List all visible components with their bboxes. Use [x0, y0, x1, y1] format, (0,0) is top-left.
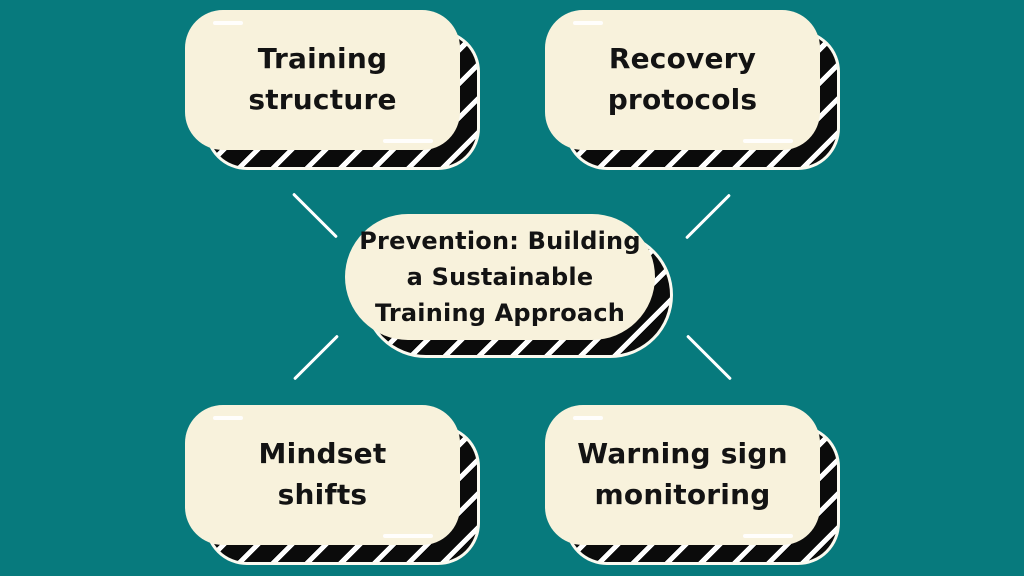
highlight-dash-icon: [383, 534, 433, 538]
center-card: Prevention: Building a Sustainable Train…: [345, 214, 655, 340]
node-card: Mindset shifts: [185, 405, 460, 545]
node-label-line: Recovery: [608, 42, 757, 76]
node-card: Warning sign monitoring: [545, 405, 820, 545]
center-label-line: Prevention: Building: [359, 227, 641, 255]
connector-bottom-right: [686, 334, 732, 381]
node-label-line: Mindset: [258, 437, 387, 471]
highlight-dash-icon: [573, 416, 603, 420]
node-label-line: Warning sign: [577, 437, 788, 471]
node-label-line: monitoring: [594, 478, 771, 511]
node-warning-sign-monitoring: Warning sign monitoring: [545, 405, 840, 565]
node-card: Training structure: [185, 10, 460, 150]
node-recovery-protocols: Recovery protocols: [545, 10, 840, 170]
connector-top-right: [685, 193, 731, 240]
node-label: Recovery protocols: [608, 39, 758, 120]
highlight-dash-icon: [213, 21, 243, 25]
center-label-line: a Sustainable: [406, 263, 594, 291]
node-label: Mindset shifts: [259, 434, 387, 515]
node-label-line: structure: [248, 83, 397, 116]
highlight-dash-icon: [573, 21, 603, 25]
connector-top-left: [292, 192, 338, 239]
center-label: Prevention: Building a Sustainable Train…: [359, 223, 640, 331]
node-label: Training structure: [248, 39, 396, 120]
node-label-line: Training: [257, 42, 388, 76]
highlight-dash-icon: [743, 139, 793, 143]
highlight-dash-icon: [743, 534, 793, 538]
node-card: Recovery protocols: [545, 10, 820, 150]
node-mindset-shifts: Mindset shifts: [185, 405, 480, 565]
node-training-structure: Training structure: [185, 10, 480, 170]
node-center-prevention: Prevention: Building a Sustainable Train…: [345, 214, 673, 358]
connector-bottom-left: [293, 334, 339, 381]
node-label-line: shifts: [277, 478, 368, 511]
node-label-line: protocols: [607, 83, 758, 116]
center-label-line: Training Approach: [374, 299, 626, 327]
highlight-dash-icon: [383, 139, 433, 143]
node-label: Warning sign monitoring: [577, 434, 788, 515]
highlight-dash-icon: [213, 416, 243, 420]
